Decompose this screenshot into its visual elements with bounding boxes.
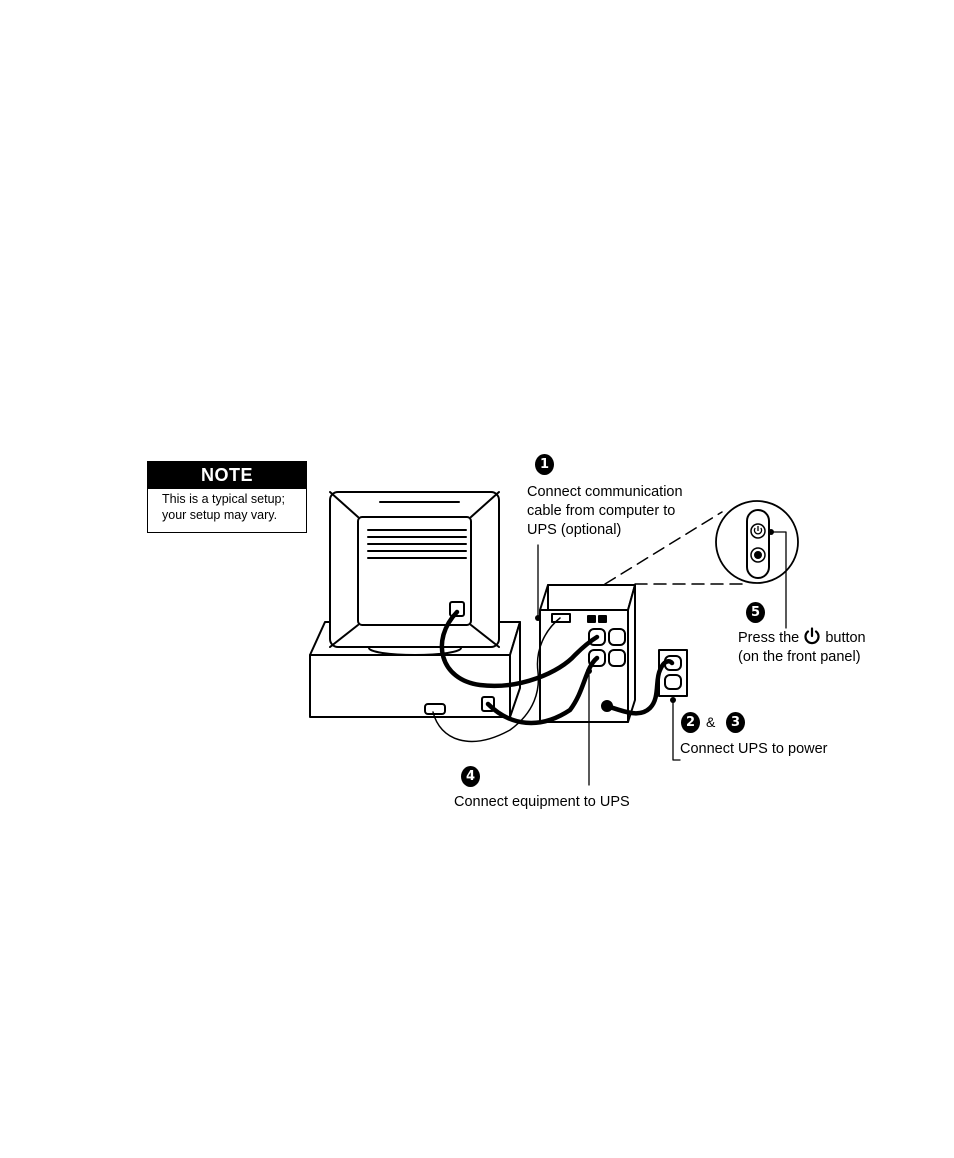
step-5-badge: 5 <box>746 602 765 623</box>
step-1-line-1: Connect communication <box>527 483 683 502</box>
power-icon <box>803 627 821 645</box>
step-4-badge: 4 <box>461 766 480 787</box>
wall-outlet <box>659 650 687 696</box>
step-23-joiner: & <box>706 714 715 730</box>
monitor <box>330 492 499 655</box>
step-5-line-2: (on the front panel) <box>738 648 866 667</box>
ups-unit <box>540 585 635 722</box>
step-1-text: Connect communication cable from compute… <box>527 483 683 540</box>
step-5-text: Press the button (on the front panel) <box>738 627 866 667</box>
step-5-line-1: Press the button <box>738 627 866 648</box>
step-1-line-2: cable from computer to <box>527 502 683 521</box>
step-1-badge: 1 <box>535 454 554 475</box>
step-5-prefix: Press the <box>738 630 799 646</box>
step-3-badge: 3 <box>726 712 745 733</box>
step-23-text: Connect UPS to power <box>680 740 828 759</box>
step-2-badge: 2 <box>681 712 700 733</box>
step-1-line-3: UPS (optional) <box>527 521 683 540</box>
step-4-text: Connect equipment to UPS <box>454 793 630 812</box>
step-5-suffix: button <box>825 630 865 646</box>
